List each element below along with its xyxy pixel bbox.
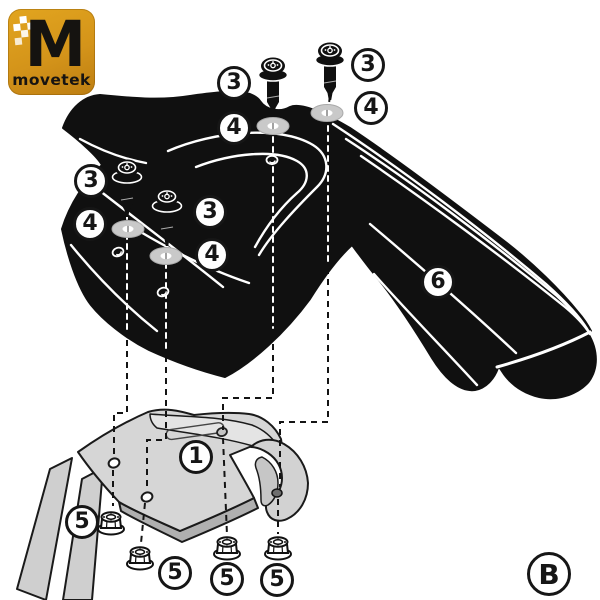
variant-badge: B	[527, 552, 571, 596]
bracket-rib-hole	[216, 427, 228, 437]
connector-rib-to-nut3	[222, 437, 228, 536]
washer-c	[111, 219, 145, 239]
callout-1: 1	[179, 440, 213, 474]
connector-a-to-bracket	[222, 333, 274, 430]
nut-2	[126, 546, 154, 571]
bracket-saddle-slot	[254, 456, 279, 507]
callout-5: 5	[65, 505, 99, 539]
frame-leg-left	[16, 457, 73, 600]
plate-hole-1	[107, 457, 121, 469]
callout-3: 3	[193, 195, 227, 229]
nut-3	[213, 536, 241, 561]
fender-body	[61, 91, 592, 392]
callout-3: 3	[351, 48, 385, 82]
connector-hole2-to-nut2	[140, 502, 146, 544]
logo-letter: M	[24, 8, 85, 81]
checkered-flag-icon	[13, 15, 35, 46]
callout-3: 3	[74, 164, 108, 198]
washer-b	[310, 103, 344, 123]
fender-part	[61, 91, 597, 400]
callout-6: 6	[421, 265, 455, 299]
plate-hole-2	[140, 491, 154, 503]
saddle-hole	[271, 488, 283, 498]
connector-b-to-saddle	[279, 268, 329, 487]
callout-5: 5	[158, 556, 192, 590]
callout-5: 5	[210, 562, 244, 596]
fender-hole-a	[265, 154, 279, 166]
connector-c-to-plate	[113, 340, 128, 455]
nut-1	[97, 511, 125, 536]
fender-fin	[498, 333, 597, 400]
brand-logo: M movetek	[8, 9, 95, 95]
callout-5: 5	[260, 563, 294, 597]
washer-d	[149, 246, 183, 266]
callout-4: 4	[195, 238, 229, 272]
nut-4	[264, 536, 292, 561]
callout-4: 4	[73, 207, 107, 241]
bracket-saddle	[250, 438, 309, 522]
callout-4: 4	[217, 111, 251, 145]
callout-4: 4	[354, 91, 388, 125]
screw-b	[314, 41, 346, 101]
washer-a	[256, 116, 290, 136]
logo-wordmark: movetek	[12, 71, 91, 89]
bracket-part	[16, 408, 309, 600]
connector-lines	[112, 95, 331, 544]
callout-3: 3	[217, 66, 251, 100]
connector-d-to-plate	[146, 356, 167, 491]
